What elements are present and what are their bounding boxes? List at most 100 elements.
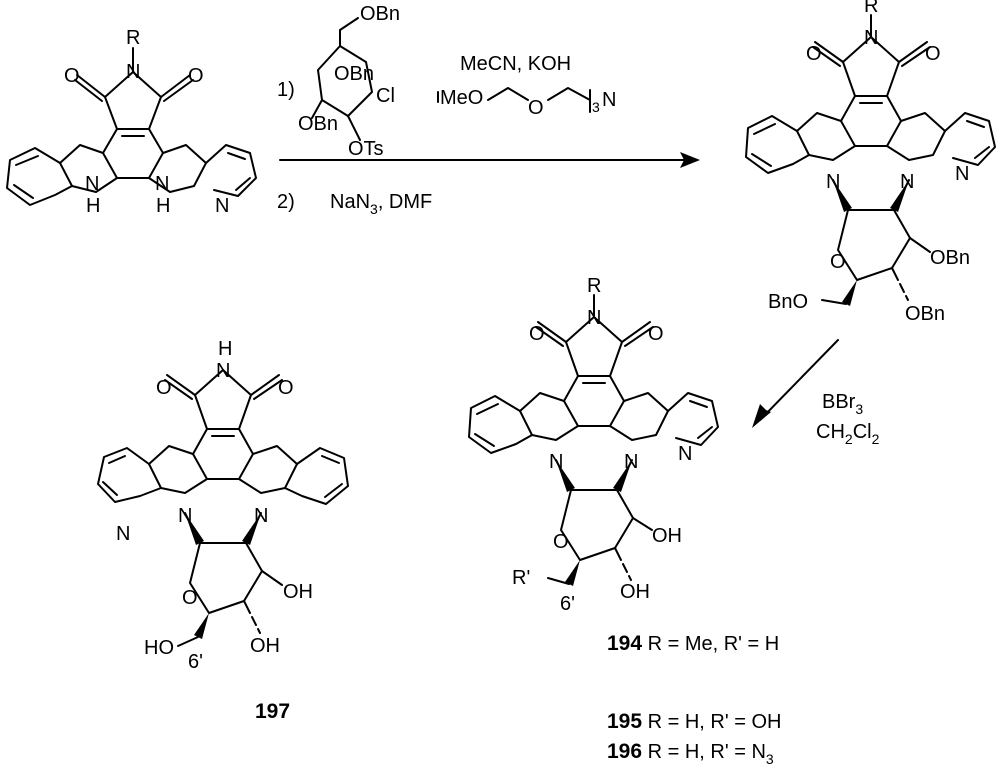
p-n-left: N — [826, 171, 840, 193]
label-194: 194 R = Me, R' = H — [607, 632, 779, 655]
reaction-arrow-2-head — [752, 404, 771, 428]
c197-ho: HO — [144, 637, 174, 659]
sm-nh-right-n: N — [155, 173, 169, 195]
c197-n-imide: N — [216, 360, 230, 382]
p-pyridine-n: N — [955, 163, 969, 185]
c197-pyridine-n: N — [116, 523, 130, 545]
step2-number: 2) — [277, 191, 295, 213]
d-left-benzene — [468, 395, 533, 454]
d-pyridine-n: N — [678, 443, 692, 465]
c197-o-left: O — [156, 377, 172, 399]
p-left-pyrrole — [796, 112, 856, 161]
reagent-tda1: MeO O 3 N — [437, 87, 616, 119]
d-wedge-ch2 — [565, 560, 580, 586]
c197-ring-o: O — [182, 587, 198, 609]
p-wedge-left — [833, 180, 852, 212]
sm-nh-right-h: H — [156, 195, 170, 217]
p-left-benzene — [745, 115, 810, 174]
c197-hash-bond — [243, 600, 261, 634]
sm-right-pyridine-double — [227, 152, 251, 191]
p-sugar-ring — [837, 209, 911, 281]
p-bno: BnO — [768, 291, 808, 313]
d-right-pyrrole — [609, 392, 669, 441]
reagent-ch2cl2: CH2Cl2 — [816, 421, 880, 447]
sm-o-left: O — [64, 65, 80, 87]
c197-right-benzene-double — [321, 455, 343, 498]
product-protected: O O N R N N N O OBn OBn BnO — [745, 0, 996, 325]
d-right-pyridine-double — [689, 400, 713, 439]
p-carbonyl-bonds — [814, 41, 928, 63]
sm-carbonyl-bonds — [76, 74, 191, 98]
p-wedge-right — [890, 180, 909, 212]
d-six-prime: 6' — [560, 593, 575, 615]
p-obn-lower: OBn — [905, 303, 945, 325]
tda1-meo: MeO — [440, 87, 483, 109]
p-ch2-bond — [821, 299, 847, 305]
label-197: 197 — [255, 700, 290, 723]
c197-six-prime: 6' — [188, 651, 203, 673]
c197-wedge-left — [185, 513, 204, 545]
reagent-bbr3: BBr3 — [822, 391, 863, 417]
sugar-obn-top: OBn — [360, 3, 400, 25]
p-o-left: O — [806, 43, 822, 65]
sm-r-group: R — [126, 27, 140, 49]
d-hash-bond — [614, 547, 632, 581]
d-oh-right-bond — [632, 517, 653, 531]
d-ch2-bond — [547, 577, 570, 585]
sm-right-pyrrole — [148, 144, 207, 193]
sm-nh-left-n: N — [85, 173, 99, 195]
sm-carbonyl-double — [74, 79, 194, 102]
p-left-benzene-double — [751, 123, 776, 167]
c197-n-left: N — [178, 505, 192, 527]
sugar-ch2obn-bond — [339, 17, 359, 47]
step1-number: 1) — [277, 79, 295, 101]
d-sugar-ring — [560, 489, 634, 561]
d-n-imide: N — [587, 307, 601, 329]
d-left-benzene-double — [474, 403, 499, 447]
sugar-obn-low: OBn — [298, 113, 338, 135]
tda1-n: N — [602, 89, 616, 111]
d-left-pyrrole — [519, 392, 579, 441]
c197-left-pyridine — [97, 447, 162, 503]
reaction-arrow-2-shaft — [759, 339, 839, 421]
sugar-ots: OTs — [348, 138, 384, 160]
starting-material: O O N R N H N H N — [6, 27, 257, 217]
p-obn-right-bond — [909, 237, 931, 253]
c197-right-benzene — [284, 447, 349, 505]
c197-carbonyl-double — [164, 379, 283, 400]
reagent-step2: NaN3, DMF — [330, 191, 432, 217]
sm-n-imide: N — [126, 61, 140, 83]
sm-imide-ring — [104, 71, 162, 130]
c197-imide-ring — [194, 369, 252, 430]
p-o-right: O — [925, 43, 941, 65]
c197-carbonyl-bonds — [166, 374, 280, 396]
product-deprotected: O O N R N N N O OH OH R' 6' — [468, 275, 719, 615]
d-carbonyl-double — [535, 326, 654, 347]
reagent-base: MeCN, KOH — [460, 53, 571, 75]
c197-wedge-ch2 — [194, 613, 209, 639]
c197-n-right: N — [254, 505, 268, 527]
tda1-chain-a — [487, 87, 529, 101]
p-right-pyrrole — [886, 112, 946, 161]
sm-nh-left-h: H — [86, 195, 100, 217]
p-r-group: R — [864, 0, 878, 17]
c197-oh-lower: OH — [250, 635, 280, 657]
p-hash-bond — [891, 267, 909, 301]
sugar-obn-mid: OBn — [334, 63, 374, 85]
d-oh-lower: OH — [620, 581, 650, 603]
d-oh-right: OH — [652, 525, 682, 547]
c197-ch2-bond — [177, 636, 199, 647]
d-wedge-left — [556, 460, 575, 492]
d-r-group: R — [587, 275, 601, 297]
sm-right-pyridine — [205, 144, 257, 197]
d-imide-ring — [565, 316, 623, 377]
c197-oh-right: OH — [283, 581, 313, 603]
sugar-ots-bond — [347, 115, 361, 141]
d-ring-o: O — [553, 531, 569, 553]
d-o-right: O — [648, 323, 664, 345]
sugar-cl: Cl — [376, 85, 395, 107]
c197-wedge-right — [242, 513, 261, 545]
label-195: 195 R = H, R' = OH — [607, 710, 781, 733]
